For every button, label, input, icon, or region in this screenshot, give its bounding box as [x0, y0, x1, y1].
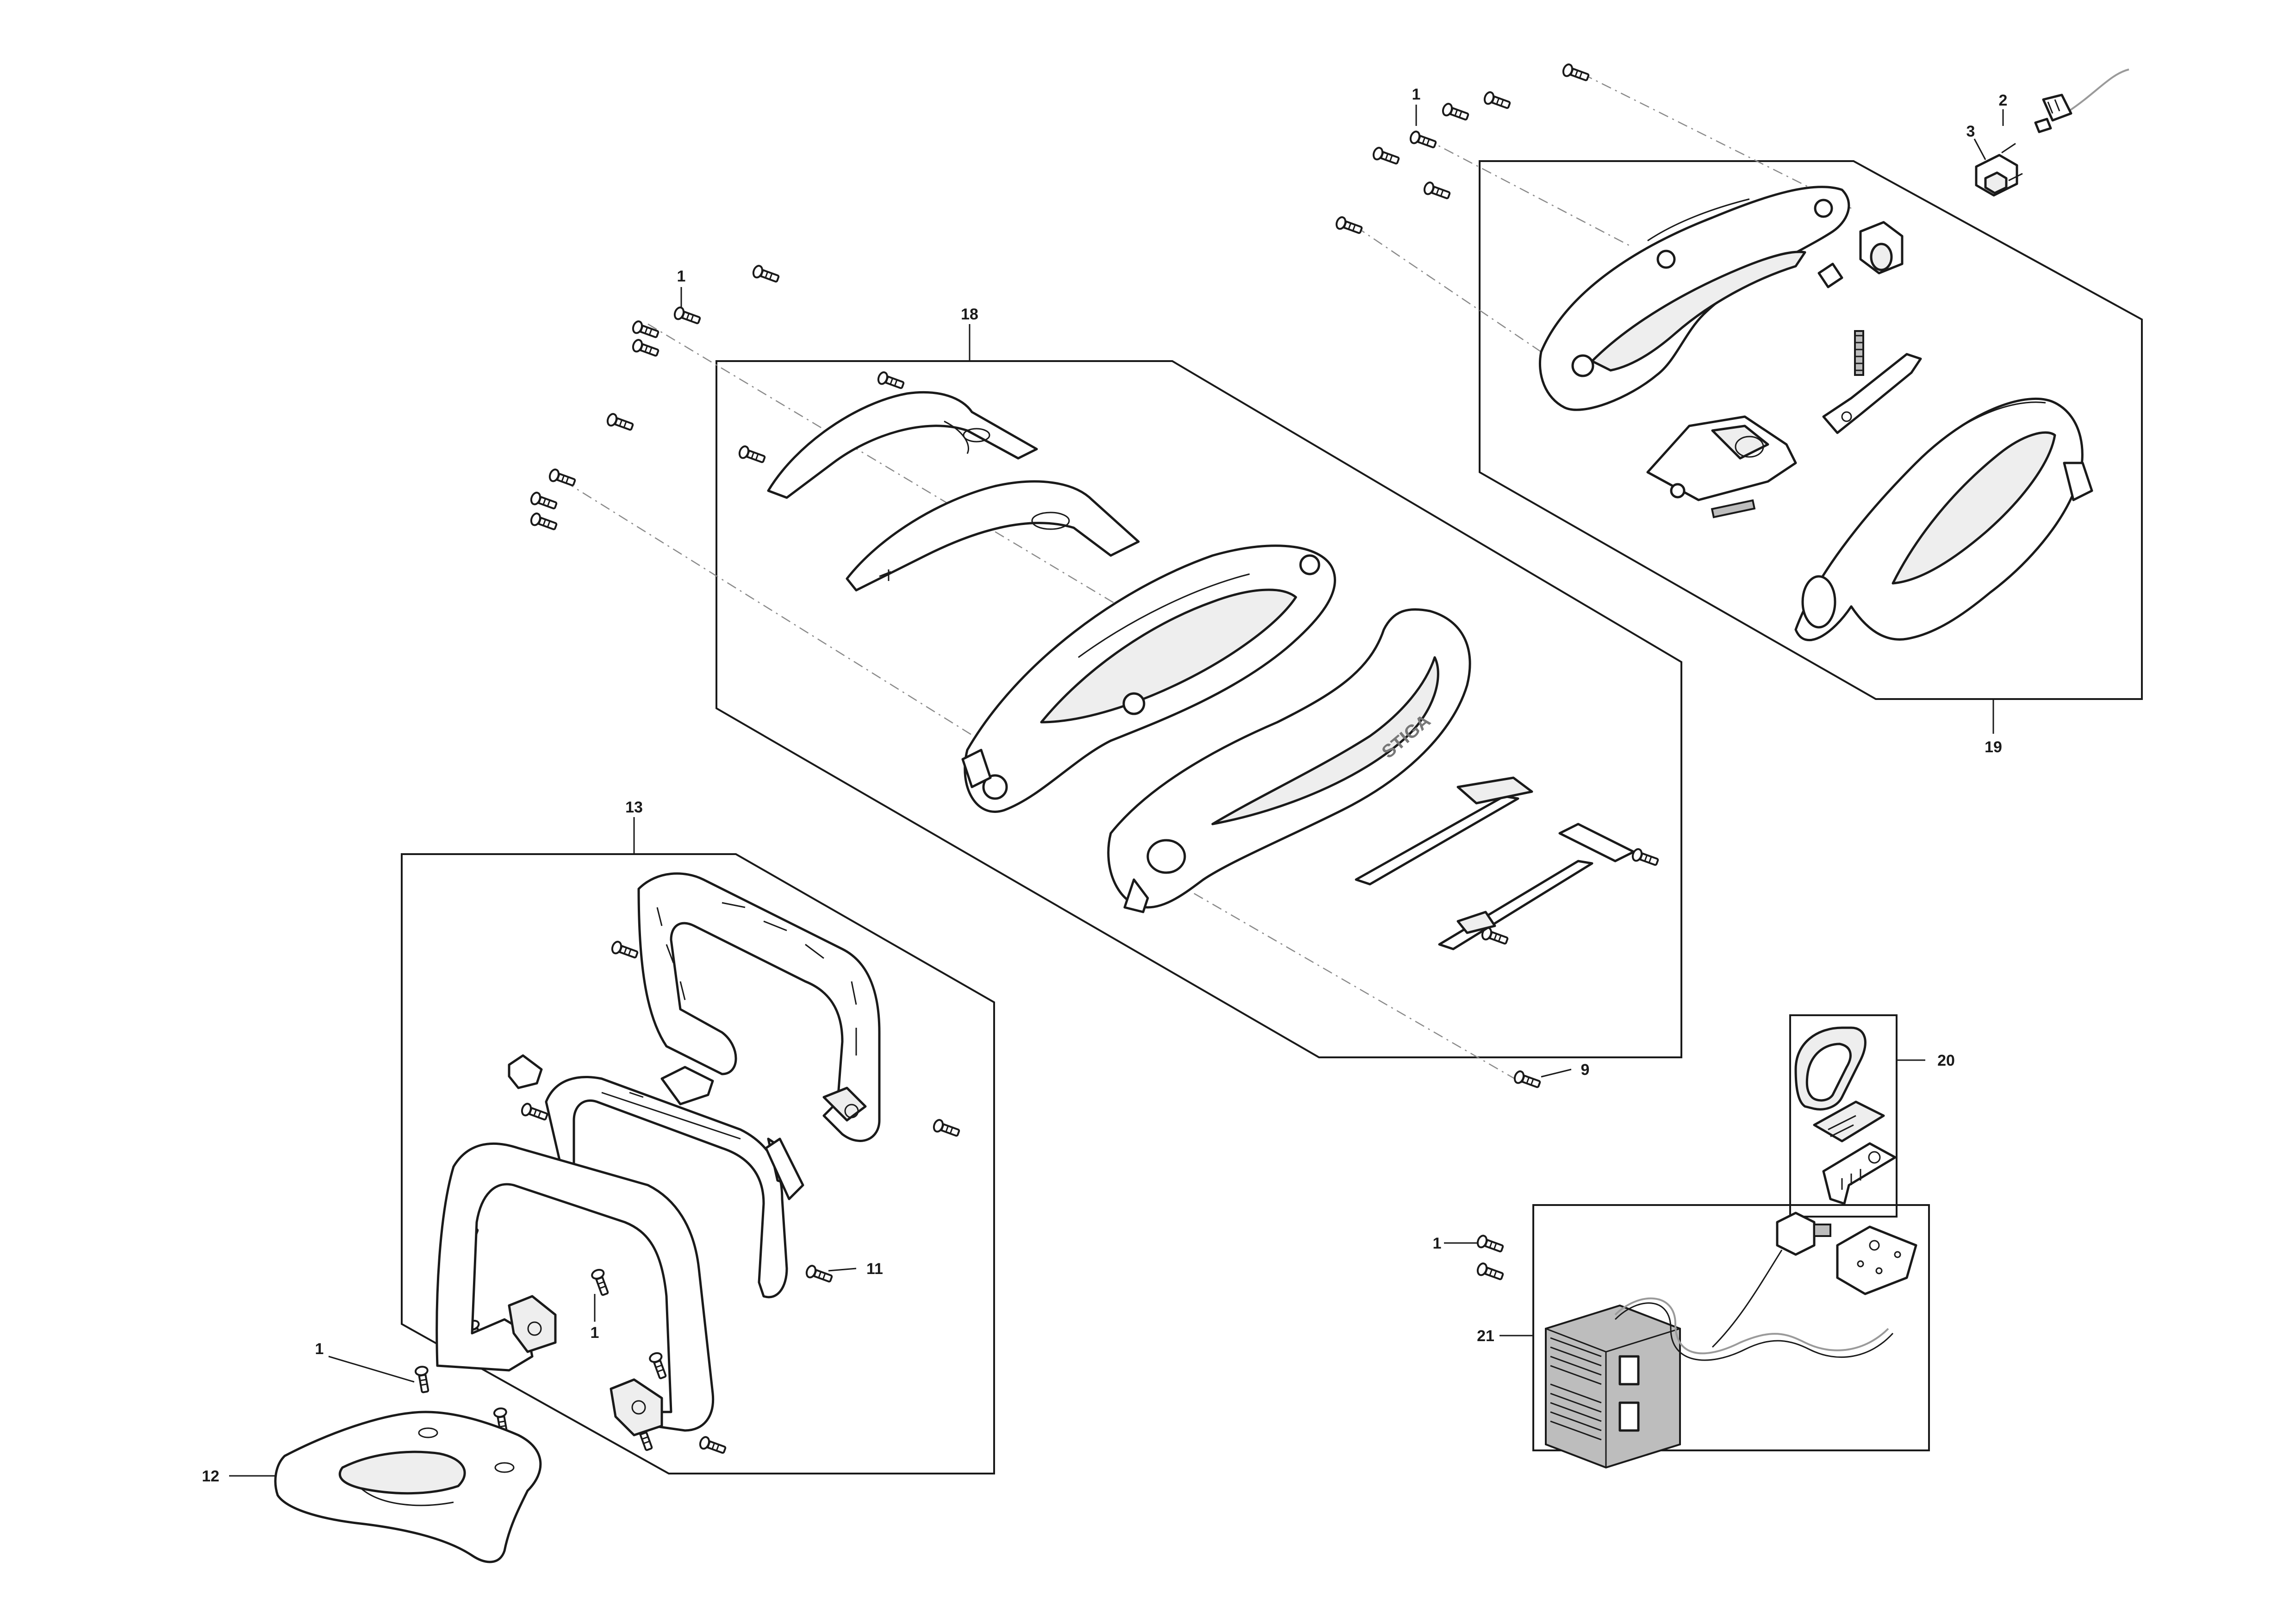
assembly-frame-19	[1479, 160, 2143, 700]
alignment-line	[1582, 73, 1852, 209]
label-set-item-20	[1794, 1026, 1897, 1205]
callout-9: 9	[1581, 1061, 1590, 1079]
assembly-frame-20	[1789, 1014, 1898, 1218]
callout-1-bottom: 1	[315, 1340, 324, 1358]
callout-11: 11	[866, 1260, 883, 1278]
trigger-cover-part	[1859, 221, 1904, 275]
callout-18: 18	[961, 306, 978, 323]
insulating-strip-upper	[1355, 776, 1533, 886]
rear-handle-right-half	[1794, 397, 2093, 642]
callout-1-left: 1	[677, 268, 686, 285]
callout-1-mid: 1	[591, 1324, 599, 1342]
screw-9	[1512, 1069, 1543, 1091]
motor-controller-item-21	[1545, 1304, 1681, 1469]
rear-handle-left-half	[1538, 186, 1850, 411]
front-handle-grip: STIGA	[1107, 608, 1471, 913]
wiring-harness	[1614, 1249, 1894, 1361]
handle-cover-lower	[846, 480, 1140, 592]
spring-part	[1854, 330, 1864, 376]
clip-part-right	[765, 1137, 804, 1200]
spring-small-part	[1711, 499, 1756, 518]
front-handle-housing	[961, 544, 1336, 813]
bail-handle-grip	[436, 1142, 715, 1437]
switch-item-3	[1975, 143, 2023, 197]
clip-part-left	[508, 1054, 543, 1089]
alignment-line	[647, 323, 1120, 607]
insulating-strip-lower	[1438, 823, 1635, 950]
leader-3	[1973, 138, 1986, 160]
switch-housing-part	[1646, 415, 1797, 501]
cable-connector-part	[2034, 69, 2129, 133]
screws-left-cluster	[529, 263, 781, 533]
callout-2: 2	[1999, 92, 2008, 109]
assembly-frame-18	[716, 360, 1682, 1058]
alignment-line	[564, 481, 982, 742]
handle-cover-upper	[767, 391, 1038, 499]
switch-module-part	[1776, 1212, 1831, 1256]
trigger-lever-part	[1822, 353, 1922, 434]
callout-20: 20	[1937, 1052, 1955, 1069]
callout-13: 13	[625, 799, 643, 816]
screws-right-item-1	[1475, 1233, 1506, 1283]
callout-21: 21	[1477, 1327, 1494, 1345]
bail-handle-bracket-rear	[637, 872, 881, 1142]
leader-1-bottom	[328, 1355, 415, 1383]
callout-3: 3	[1966, 123, 1975, 140]
screws-top-cluster	[1334, 62, 1591, 237]
mounting-plate-part	[1836, 1225, 1917, 1295]
alignment-line	[1425, 138, 1630, 246]
leader-9	[1541, 1068, 1572, 1078]
leader-11	[828, 1268, 857, 1272]
callout-1-top: 1	[1412, 86, 1421, 103]
clip-part-center	[660, 1066, 714, 1106]
callout-19: 19	[1985, 738, 2002, 756]
assembly-frame-13	[401, 853, 995, 1474]
assembly-frame-21	[1532, 1204, 1930, 1451]
alignment-line	[1356, 226, 1542, 353]
callout-1-right: 1	[1433, 1235, 1442, 1252]
callout-12: 12	[202, 1468, 219, 1485]
hand-guard-item-12	[274, 1411, 542, 1563]
